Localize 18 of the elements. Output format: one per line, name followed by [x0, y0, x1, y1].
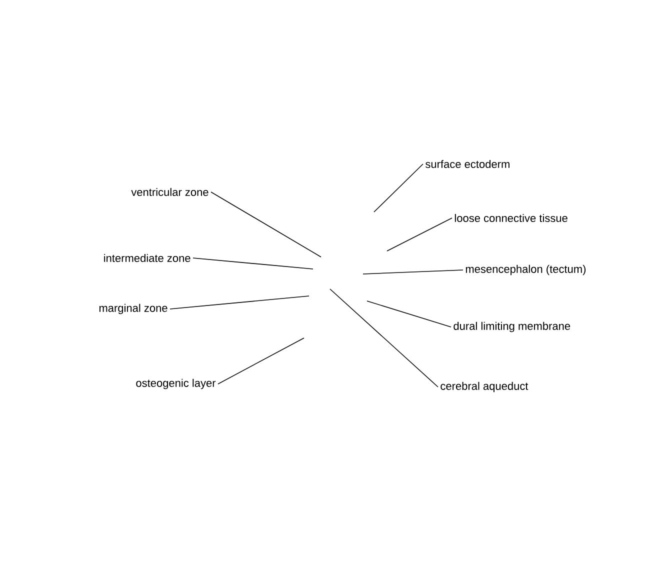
leader-line: [330, 288, 438, 388]
label-text: ventricular zone: [131, 188, 208, 196]
leader-line: [218, 338, 304, 384]
leader-line: [192, 258, 314, 270]
label-text: intermediate zone: [104, 254, 190, 262]
leader-line: [362, 270, 464, 274]
label-text: surface ectoderm: [426, 160, 510, 168]
label-text: dural limiting membrane: [454, 322, 570, 332]
label-text: mesencephalon (tectum): [466, 264, 586, 276]
leader-line: [366, 300, 452, 328]
label-text: osteogenic layer: [136, 378, 216, 390]
leader-line: [170, 296, 310, 310]
label-text: marginal zone: [99, 304, 168, 314]
label-text: cerebral aqueduct: [440, 382, 528, 392]
leader-line: [210, 192, 322, 258]
label-text: loose connective tissue: [454, 214, 568, 222]
leader-line: [374, 164, 424, 212]
leader-line: [386, 218, 452, 252]
